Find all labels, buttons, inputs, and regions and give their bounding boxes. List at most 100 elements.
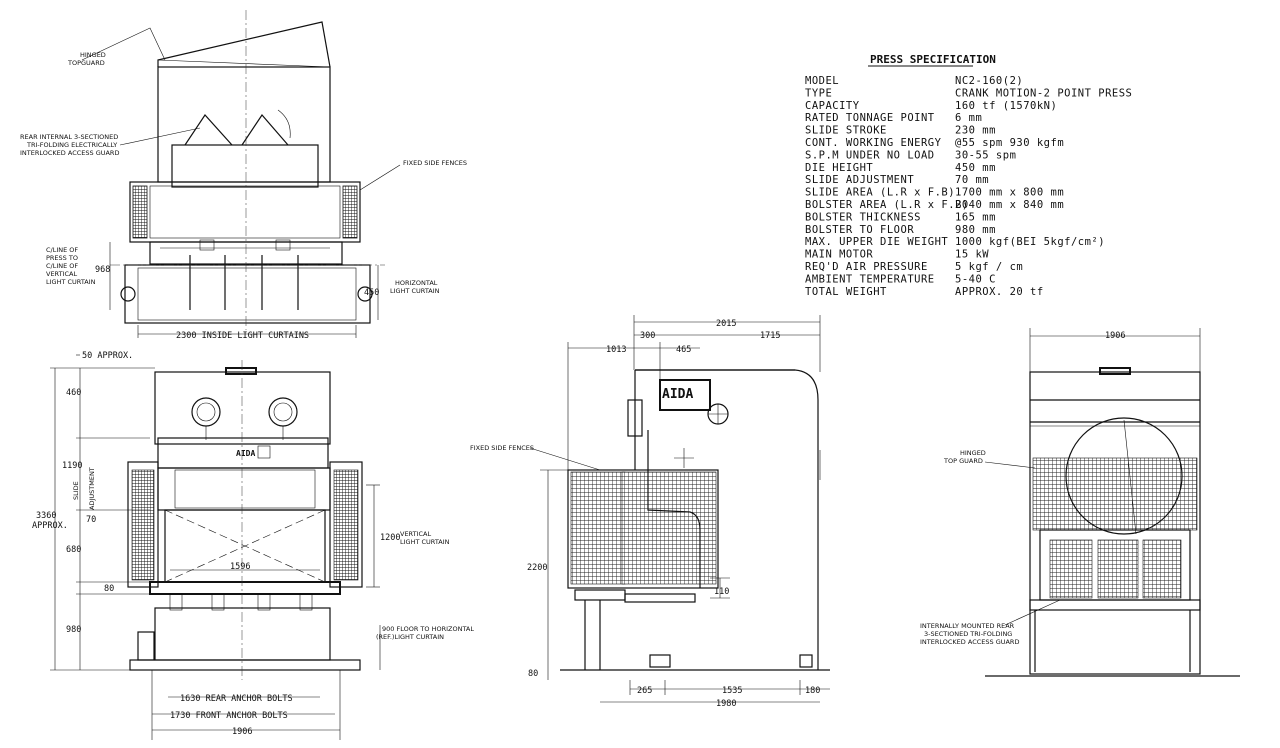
side-dim-1013: 1013 (606, 345, 626, 355)
vert-curtain-label-2: LIGHT CURTAIN (400, 538, 450, 546)
side-dim-1715: 1715 (760, 331, 780, 341)
side-internal-frame (647, 430, 701, 588)
spec-value: 5 kgf / cm (955, 261, 1023, 273)
front-flywheel-right (268, 397, 298, 427)
rear-internal-label-3: INTERLOCKED ACCESS GUARD (920, 638, 1019, 646)
spec-label: AMBIENT TEMPERATURE (805, 273, 935, 285)
spec-value: 30-55 spm (955, 149, 1016, 161)
topguard-lid (157, 21, 331, 68)
spec-value: 5-40 C (955, 273, 996, 285)
spec-value: 1000 kgf(BEI 5kgf/cm²) (955, 236, 1105, 248)
front-brand: AIDA (236, 449, 255, 458)
front-crown (154, 371, 331, 445)
side-fence-mesh-right (621, 471, 717, 585)
spec-value: 165 mm (955, 211, 996, 223)
plan-dim-450: 450 (364, 288, 379, 298)
rear-flywheel (1065, 417, 1183, 535)
spec-label: MAX. UPPER DIE WEIGHT (805, 236, 948, 248)
spec-value: 15 kW (955, 249, 989, 261)
spec-label: SLIDE AREA (L.R x F.B) (805, 187, 955, 199)
side-brand: AIDA (662, 387, 693, 402)
side-dim-1535: 1535 (722, 686, 742, 696)
spec-label: BOLSTER TO FLOOR (805, 224, 914, 236)
vert-curtain-label-1: VERTICAL (400, 530, 431, 538)
rear-hinged-label-2: TOP GUARD (943, 457, 983, 465)
rear-top-guard-mesh (1032, 457, 1198, 531)
rear-guard-panel-3 (1142, 539, 1182, 599)
front-approx: 50 APPROX. (82, 351, 133, 361)
spec-label: SLIDE STROKE (805, 125, 887, 137)
front-dim-460: 460 (66, 388, 81, 398)
plan-side-fence-right (342, 185, 358, 239)
spec-label: RATED TONNAGE POINT (805, 112, 935, 124)
front-front-anchor: 1730 FRONT ANCHOR BOLTS (170, 711, 288, 721)
front-dim-1190: 1190 (62, 461, 82, 471)
front-dim-980: 980 (66, 625, 81, 635)
front-slide-adj-1: SLIDE (72, 481, 80, 500)
front-rear-anchor: 1630 REAR ANCHOR BOLTS (180, 694, 293, 704)
spec-label: MODEL (805, 75, 839, 87)
plan-frame (129, 181, 361, 243)
spec-value: 160 tf (1570kN) (955, 100, 1057, 112)
spec-label: CONT. WORKING ENERGY (805, 137, 942, 149)
front-dim-80: 80 (104, 584, 114, 594)
spec-label: BOLSTER THICKNESS (805, 211, 921, 223)
front-slide (157, 467, 331, 511)
front-bed (154, 607, 331, 661)
spec-label: REQ'D AIR PRESSURE (805, 261, 928, 273)
side-dim-80: 80 (528, 669, 538, 679)
horiz-curtain-label-1: HORIZONTAL (395, 279, 438, 287)
rear-guard-panel-1 (1049, 539, 1093, 599)
front-view: AIDA (32, 351, 474, 740)
spec-label: TYPE (805, 87, 832, 99)
rear-view: 1906 HINGED TOP GUARD INTERNALLY MOUNTED… (920, 328, 1240, 677)
side-dim-265: 265 (637, 686, 652, 696)
spec-value: 1700 mm x 800 mm (955, 187, 1064, 199)
spec-label: CAPACITY (805, 100, 860, 112)
side-dim-300: 300 (640, 331, 655, 341)
spec-label: TOTAL WEIGHT (805, 286, 887, 298)
side-dim-1980: 1980 (716, 699, 736, 709)
rear-guard-label-1: REAR INTERNAL 3-SECTIONED (20, 133, 118, 141)
rear-dim-1906: 1906 (1105, 331, 1125, 341)
front-dim-3360: 3360 (36, 511, 56, 521)
rear-frame (1029, 371, 1201, 675)
side-fence-mesh-left (570, 471, 626, 585)
front-dim-1200: 1200 (380, 533, 400, 543)
plan-inside-curtains: 2300 INSIDE LIGHT CURTAINS (176, 331, 309, 341)
cline-label-2: PRESS TO (46, 254, 78, 262)
plan-dim-968: 968 (95, 265, 110, 275)
spec-value: @55 spm 930 kgfm (955, 137, 1064, 149)
front-base (129, 659, 361, 671)
front-dim-1596: 1596 (230, 562, 250, 572)
spec-value: 980 mm (955, 224, 996, 236)
floor-note-2: (REF.)LIGHT CURTAIN (376, 633, 444, 641)
front-dim-70: 70 (86, 515, 96, 525)
front-slide-adj-2: ADJUSTMENT (88, 467, 96, 510)
spec-title: PRESS SPECIFICATION (870, 53, 996, 66)
spec-value: 450 mm (955, 162, 996, 174)
rear-internal-label-2: 3-SECTIONED TRI-FOLDING (924, 630, 1012, 638)
side-dim-2015: 2015 (716, 319, 736, 329)
spec-value: APPROX. 20 tf (955, 286, 1044, 298)
side-dim-2200: 2200 (527, 563, 547, 573)
plan-light-curtain-zone (124, 264, 371, 324)
spec-value: 230 mm (955, 125, 996, 137)
front-dim-680: 680 (66, 545, 81, 555)
side-frame-outline (634, 369, 819, 670)
side-fixed-fences-label: FIXED SIDE FENCES (470, 444, 534, 452)
rear-hinged-label-1: HINGED (960, 449, 986, 457)
cline-label-5: LIGHT CURTAIN (46, 278, 96, 286)
front-bolster-feet (169, 593, 313, 611)
spec-value: 2040 mm x 840 mm (955, 199, 1064, 211)
rear-internal-label-1: INTERNALLY MOUNTED REAR (920, 622, 1015, 630)
spec-label: DIE HEIGHT (805, 162, 873, 174)
front-dim-3360-approx: APPROX. (32, 521, 68, 531)
plan-side-fence-left (132, 185, 148, 239)
spec-label: SLIDE ADJUSTMENT (805, 174, 914, 186)
spec-value: CRANK MOTION-2 POINT PRESS (955, 87, 1132, 99)
topguard-body (157, 66, 331, 183)
